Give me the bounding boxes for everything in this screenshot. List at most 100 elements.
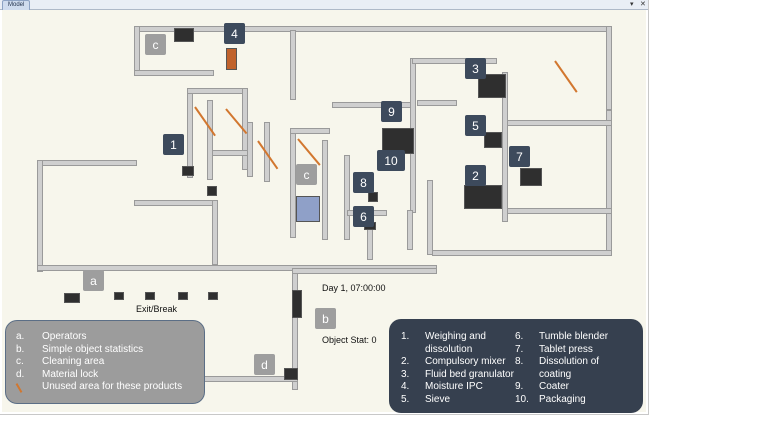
legend-row: d. Material lock xyxy=(16,369,204,382)
legend-label: Tumble blender xyxy=(539,331,609,342)
legend-item: 3. Fluid bed granulator xyxy=(401,369,519,382)
machine-sieve[interactable] xyxy=(484,132,502,148)
legend-symbols: a. Operators b. Simple object statistics c… xyxy=(5,320,205,404)
wall xyxy=(502,72,508,222)
legend-item: 1.Weighing and dissolution xyxy=(401,331,519,356)
door[interactable] xyxy=(292,290,302,318)
legend-item: 7.Tablet press xyxy=(515,344,635,357)
legend-label: Operators xyxy=(42,331,87,342)
legend-label: Moisture IPC xyxy=(425,381,483,392)
operator-station[interactable] xyxy=(145,292,155,300)
wall xyxy=(134,70,214,76)
area-tag-8: 8 xyxy=(353,172,374,193)
machine-tablet-press[interactable] xyxy=(520,168,542,186)
tab-model[interactable]: Model xyxy=(2,0,31,10)
legend-label: Dissolution of coating xyxy=(539,356,600,380)
wall xyxy=(322,140,328,240)
wall xyxy=(606,110,612,252)
legend-label: Cleaning area xyxy=(42,356,105,367)
machine-coater[interactable] xyxy=(382,128,414,154)
legend-number: 4. xyxy=(401,381,410,392)
legend-label: Unused area for these products xyxy=(42,381,183,392)
legend-row: Unused area for these products xyxy=(15,381,204,394)
legend-label: Simple object statistics xyxy=(42,343,144,355)
legend-label: Weighing and dissolution xyxy=(425,331,486,355)
legend-item: 2. Compulsory mixer xyxy=(401,356,519,369)
letter-tag-a: a xyxy=(83,270,104,291)
operator-top[interactable] xyxy=(174,28,194,42)
dropdown-icon[interactable]: ▾ xyxy=(630,1,634,8)
close-icon[interactable]: ✕ xyxy=(640,1,646,8)
legend-label: Packaging xyxy=(539,393,586,405)
exit-break-label: Exit/Break xyxy=(136,304,178,314)
wall xyxy=(417,100,457,106)
legend-column-2: 6. Tumble blender 7.Tablet press 8. Dissol… xyxy=(515,331,635,406)
wall xyxy=(187,88,247,94)
legend-number: 3. xyxy=(401,368,410,380)
wall xyxy=(606,26,612,110)
wall xyxy=(367,225,373,260)
legend-label: Compulsory mixer xyxy=(425,356,506,367)
operator-station[interactable] xyxy=(178,292,188,300)
legend-key: b. xyxy=(16,343,25,355)
area-tag-6: 6 xyxy=(353,206,374,227)
legend-row: c.Cleaning area xyxy=(16,356,204,369)
wall xyxy=(212,200,218,265)
legend-key: a. xyxy=(16,331,25,342)
legend-column-1: 1.Weighing and dissolution 2. Compulsory … xyxy=(401,331,519,406)
material-lock-box[interactable] xyxy=(284,368,298,380)
machine-moisture-ipc[interactable] xyxy=(226,48,237,70)
legend-label: Coater xyxy=(539,381,570,392)
operator-station[interactable] xyxy=(208,292,218,300)
operator-figure[interactable] xyxy=(64,293,80,303)
legend-number: 10. xyxy=(515,393,529,405)
object-stat-label: Object Stat: 0 xyxy=(322,335,377,345)
machine-compulsory-mixer[interactable] xyxy=(464,185,502,209)
legend-process-steps: 1.Weighing and dissolution 2. Compulsory … xyxy=(389,319,643,413)
legend-row: a. Operators xyxy=(16,331,204,344)
unused-area-line xyxy=(297,138,321,166)
wall xyxy=(290,128,330,134)
cleaning-machine[interactable] xyxy=(296,196,320,222)
operator-station[interactable] xyxy=(114,292,124,300)
legend-label: Fluid bed granulator xyxy=(425,368,514,380)
wall xyxy=(37,160,43,272)
legend-number: 5. xyxy=(401,393,410,405)
area-tag-2: 2 xyxy=(465,165,486,186)
wall xyxy=(507,120,612,126)
legend-number: 6. xyxy=(515,331,524,342)
legend-number: 9. xyxy=(515,381,524,392)
legend-item: 5. Sieve xyxy=(401,394,519,407)
machine-dissolution-coating[interactable] xyxy=(368,192,378,202)
legend-item: 8. Dissolution of coating xyxy=(515,356,635,381)
wall xyxy=(292,268,437,274)
wall xyxy=(290,30,296,100)
wall xyxy=(427,180,433,255)
wall xyxy=(407,210,413,250)
machine-small[interactable] xyxy=(207,186,217,196)
wall xyxy=(344,155,350,240)
legend-label: Material lock xyxy=(42,368,99,380)
legend-number: 8. xyxy=(515,356,524,367)
legend-item: 9. Coater xyxy=(515,381,635,394)
letter-tag-c: c xyxy=(296,164,317,185)
wall xyxy=(432,250,612,256)
area-tag-1: 1 xyxy=(163,134,184,155)
legend-number: 7. xyxy=(515,343,524,355)
legend-number: 2. xyxy=(401,356,410,367)
legend-label: Sieve xyxy=(425,393,451,405)
unused-area-line xyxy=(554,60,578,93)
legend-item: 10. Packaging xyxy=(515,394,635,407)
area-tag-7: 7 xyxy=(509,146,530,167)
wall xyxy=(187,88,193,178)
area-tag-9: 9 xyxy=(381,101,402,122)
wall xyxy=(412,58,497,64)
area-tag-5: 5 xyxy=(465,115,486,136)
wall xyxy=(207,100,213,180)
legend-key: d. xyxy=(16,368,25,380)
machine-weighing[interactable] xyxy=(182,166,194,176)
area-tag-3: 3 xyxy=(465,58,486,79)
wall xyxy=(247,122,253,177)
area-tag-10: 10 xyxy=(377,150,405,171)
legend-item: 6. Tumble blender xyxy=(515,331,635,344)
